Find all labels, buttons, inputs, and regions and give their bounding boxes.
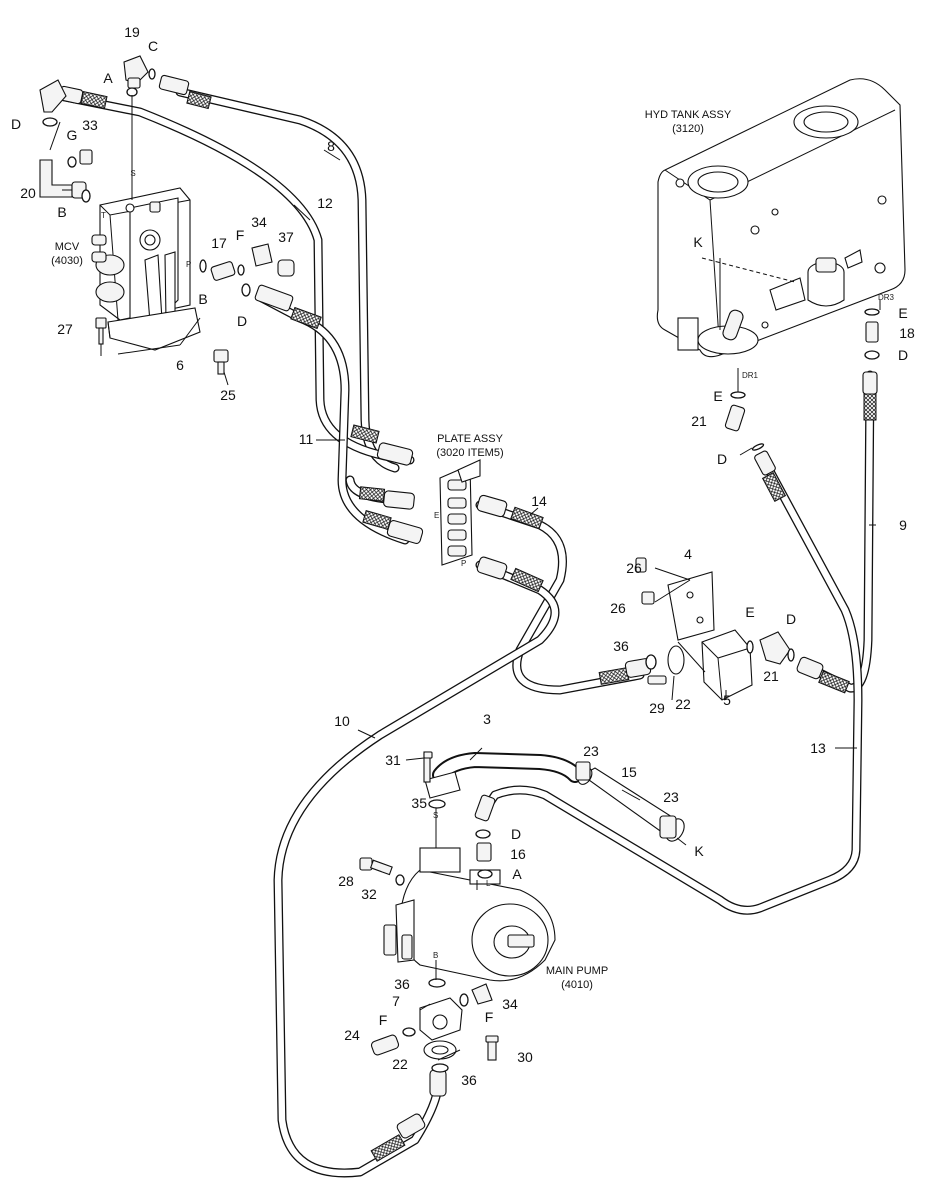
callout: E <box>713 388 722 404</box>
callout: 9 <box>899 517 907 533</box>
tank-code: (3120) <box>672 123 704 135</box>
callout: 16 <box>510 846 526 862</box>
port-label: DR3 <box>878 293 895 302</box>
callout: 33 <box>82 117 98 133</box>
callout: 3 <box>483 711 491 727</box>
callout: 25 <box>220 387 236 403</box>
callout: 23 <box>663 789 679 805</box>
callout: 5 <box>723 692 731 708</box>
callout: 27 <box>57 321 73 337</box>
callout: 20 <box>20 185 36 201</box>
callout: D <box>786 611 796 627</box>
callout: 36 <box>613 638 629 654</box>
callout: G <box>67 127 78 143</box>
callout: 31 <box>385 752 401 768</box>
callout: 36 <box>461 1072 477 1088</box>
callout: 21 <box>763 668 779 684</box>
port-label: S <box>130 169 135 178</box>
callout: F <box>379 1012 388 1028</box>
callout: 35 <box>411 795 427 811</box>
callout: E <box>898 305 907 321</box>
callout: K <box>693 234 703 250</box>
plate-code: (3020 ITEM5) <box>436 447 503 459</box>
plate-assembly <box>439 459 481 566</box>
callout: 34 <box>502 996 518 1012</box>
callout: D <box>511 826 521 842</box>
callout: D <box>11 116 21 132</box>
callout: 14 <box>531 493 547 509</box>
block-assembly <box>635 557 791 701</box>
callout: 26 <box>610 600 626 616</box>
port-labels: S T P E P S L B DR1 DR3 <box>101 169 895 960</box>
callout: 19 <box>124 24 140 40</box>
callout: 21 <box>691 413 707 429</box>
callout: 22 <box>675 696 691 712</box>
hydraulic-tank <box>656 78 906 358</box>
callout: B <box>198 291 207 307</box>
callout: F <box>485 1009 494 1025</box>
callout: A <box>512 866 522 882</box>
callout: 37 <box>278 229 294 245</box>
callout: 7 <box>392 993 400 1009</box>
pump-code: (4010) <box>561 979 593 991</box>
port-label: P <box>186 260 191 269</box>
callout: 6 <box>176 357 184 373</box>
port-label: E <box>434 511 439 520</box>
callout: 30 <box>517 1049 533 1065</box>
callout: 8 <box>327 138 335 154</box>
callout: 18 <box>899 325 915 341</box>
mcv-code: (4030) <box>51 255 83 267</box>
callout: D <box>237 313 247 329</box>
main-pump <box>359 751 685 1061</box>
port-label: DR1 <box>742 371 759 380</box>
callout: 11 <box>299 431 314 447</box>
tank-title: HYD TANK ASSY <box>645 109 732 121</box>
callout: 29 <box>649 700 665 716</box>
assembly-labels: HYD TANK ASSY (3120) PLATE ASSY (3020 IT… <box>51 109 732 991</box>
callout: 12 <box>317 195 333 211</box>
hose-routing <box>55 87 875 1178</box>
callout: 10 <box>334 713 350 729</box>
callout: 36 <box>394 976 410 992</box>
callout: B <box>57 204 66 220</box>
mcv-title: MCV <box>55 241 80 253</box>
callout: 34 <box>251 214 267 230</box>
o-rings <box>42 68 880 1073</box>
pump-title: MAIN PUMP <box>546 965 608 977</box>
callout: 32 <box>361 886 377 902</box>
callout: F <box>236 227 245 243</box>
callout: E <box>745 604 754 620</box>
callout: 13 <box>810 740 826 756</box>
port-label: P <box>461 559 466 568</box>
port-label: L <box>486 879 491 888</box>
callout: D <box>898 347 908 363</box>
callout: K <box>694 843 704 859</box>
plate-title: PLATE ASSY <box>437 433 503 445</box>
callout: 24 <box>344 1027 360 1043</box>
leader-lines <box>49 95 881 1061</box>
callout: A <box>103 70 113 86</box>
port-label: B <box>433 951 438 960</box>
callout: 23 <box>583 743 599 759</box>
callout: 15 <box>621 764 637 780</box>
callout: C <box>148 38 158 54</box>
callout: 26 <box>626 560 642 576</box>
callout: 28 <box>338 873 354 889</box>
main-control-valve <box>39 55 295 375</box>
callout: D <box>717 451 727 467</box>
callout: 17 <box>211 235 227 251</box>
callout: 4 <box>684 546 692 562</box>
callout: 22 <box>392 1056 408 1072</box>
port-label: S <box>433 811 438 820</box>
port-label: T <box>101 211 106 220</box>
callout-labels: 19 C A D G 33 20 B 8 12 34 37 F 17 B D 2… <box>11 24 915 1088</box>
